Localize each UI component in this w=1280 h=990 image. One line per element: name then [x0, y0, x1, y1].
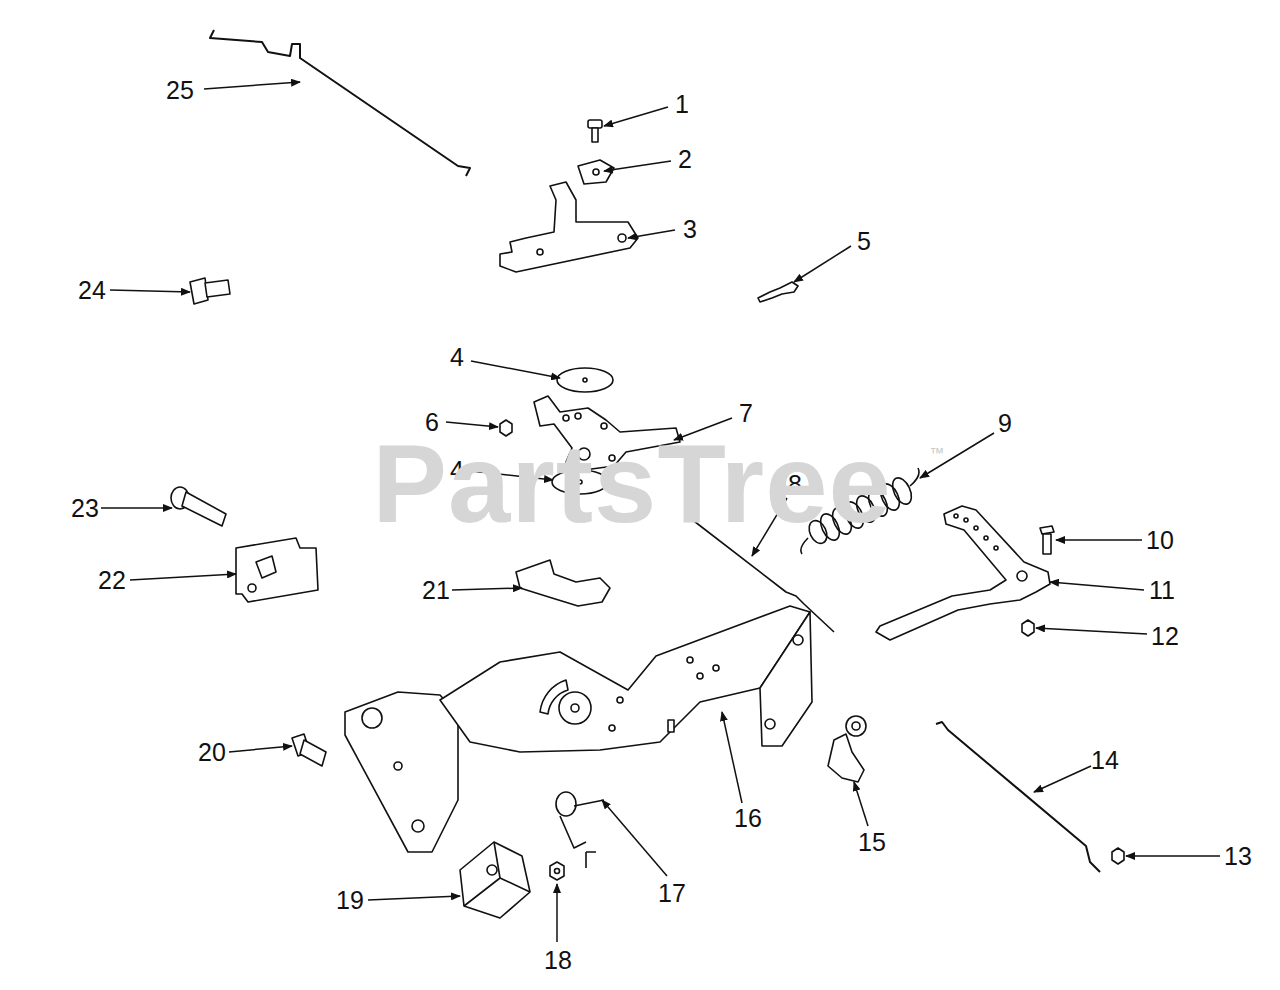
- callout-number: 19: [336, 888, 364, 913]
- callout-number: 7: [739, 401, 753, 426]
- callout-number: 12: [1151, 624, 1179, 649]
- callout-number: 18: [544, 948, 572, 973]
- callout-number: 14: [1091, 748, 1119, 773]
- callout-number: 1: [675, 92, 689, 117]
- leader-lines: [101, 82, 1220, 942]
- callout-number: 25: [166, 78, 194, 103]
- callout-number: 2: [678, 147, 692, 172]
- callout-number: 23: [71, 496, 99, 521]
- callout-number: 16: [734, 806, 762, 831]
- callout-number: 13: [1224, 844, 1252, 869]
- callout-number: 3: [683, 217, 697, 242]
- callout-number: 17: [658, 881, 686, 906]
- callout-number: 21: [422, 578, 450, 603]
- callout-number: 5: [857, 229, 871, 254]
- callout-number: 24: [78, 278, 106, 303]
- parts: [171, 30, 1124, 918]
- callout-number: 4: [450, 345, 464, 370]
- callout-number: 22: [98, 568, 126, 593]
- callout-number: 10: [1146, 528, 1174, 553]
- callout-number: 20: [198, 740, 226, 765]
- callout-number: 15: [858, 830, 886, 855]
- trademark-mark: ™: [930, 445, 945, 460]
- callout-number: 11: [1149, 578, 1175, 603]
- watermark: PartsTree: [372, 428, 892, 540]
- callout-number: 9: [998, 411, 1012, 436]
